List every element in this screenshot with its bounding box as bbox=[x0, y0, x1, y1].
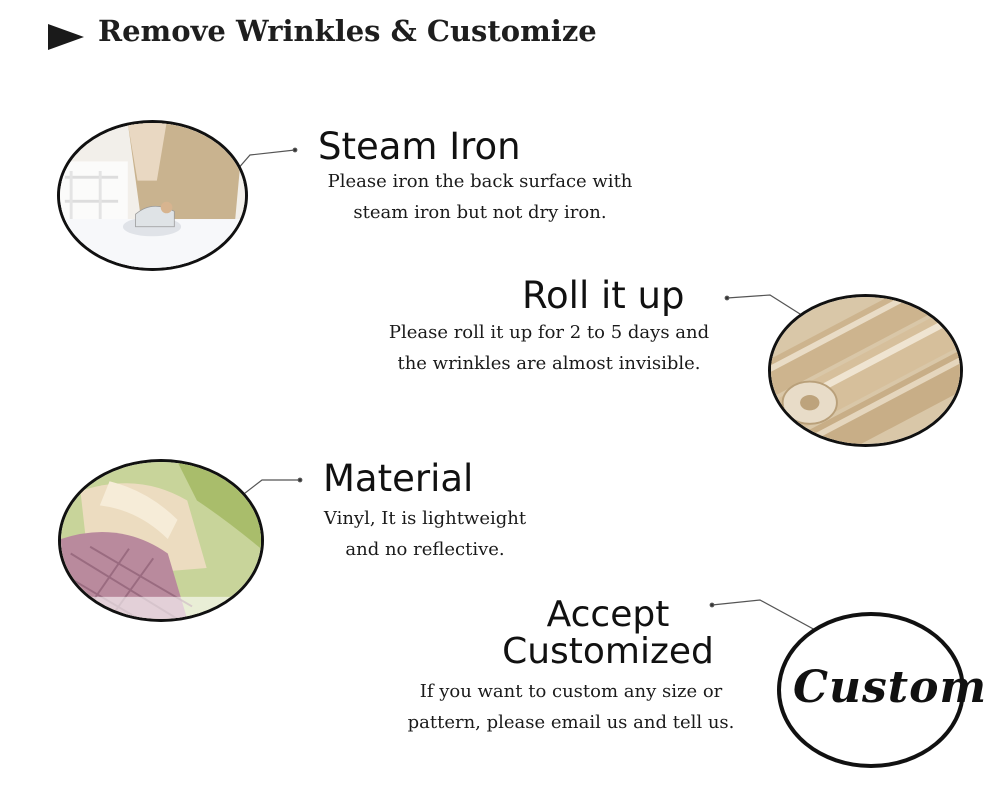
steam-iron-photo bbox=[57, 120, 248, 271]
rolled-vinyl-photo bbox=[768, 294, 963, 447]
text-line: pattern, please email us and tell us. bbox=[407, 712, 735, 733]
section-heading-accept-customized: Accept Customized bbox=[488, 596, 728, 670]
text-line: and no reflective. bbox=[345, 539, 505, 560]
section-text-roll-it-up: Please roll it up for 2 to 5 days and th… bbox=[340, 317, 758, 379]
section-heading-steam-iron: Steam Iron bbox=[318, 125, 521, 168]
text-line: Vinyl, It is lightweight bbox=[323, 508, 527, 529]
section-text-accept-customized: If you want to custom any size or patter… bbox=[376, 676, 766, 738]
text-line: Please roll it up for 2 to 5 days and bbox=[388, 322, 710, 343]
text-line: Please iron the back surface with bbox=[327, 171, 633, 192]
custom-badge-text: Custom bbox=[793, 662, 988, 713]
text-line: steam iron but not dry iron. bbox=[353, 202, 607, 223]
vinyl-fabric-photo bbox=[58, 459, 264, 622]
section-text-material: Vinyl, It is lightweight and no reflecti… bbox=[285, 503, 565, 565]
custom-badge bbox=[777, 612, 965, 768]
section-text-steam-iron: Please iron the back surface with steam … bbox=[285, 166, 675, 228]
heading-line: Customized bbox=[502, 631, 714, 672]
heading-line: Accept bbox=[546, 594, 670, 635]
section-heading-roll-it-up: Roll it up bbox=[522, 274, 685, 317]
text-line: If you want to custom any size or bbox=[419, 681, 723, 702]
play-triangle-icon bbox=[48, 24, 84, 50]
text-line: the wrinkles are almost invisible. bbox=[397, 353, 701, 374]
section-heading-material: Material bbox=[323, 457, 474, 500]
page-title: Remove Wrinkles & Customize bbox=[98, 14, 597, 48]
